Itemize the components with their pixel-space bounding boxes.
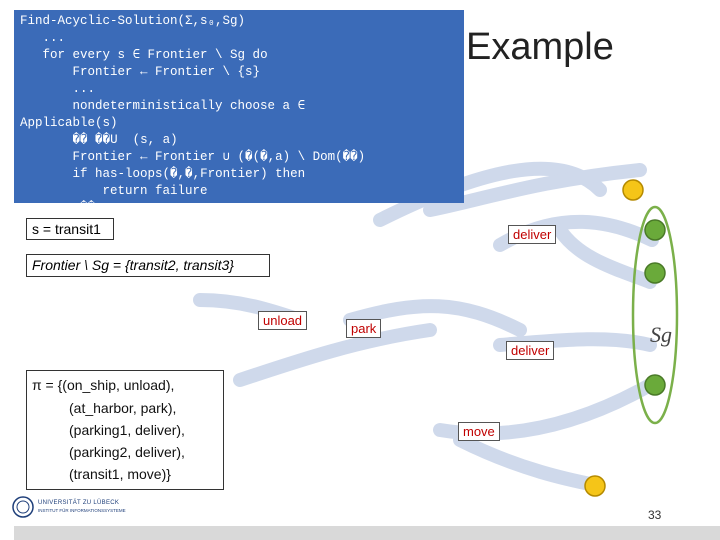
seal-icon — [12, 496, 34, 518]
logo-line2: INSTITUT FÜR INFORMATIONSSYSTEME — [38, 508, 126, 513]
edge-move-2 — [453, 433, 602, 492]
edge-park — [343, 299, 527, 337]
code-line: if has-loops(�,�,Frontier) then — [20, 167, 306, 181]
policy-line: (transit1, move)} — [69, 466, 171, 482]
page-number: 33 — [648, 508, 662, 522]
action-move: move — [458, 422, 500, 441]
policy-line: π = {(on_ship, unload), — [32, 377, 175, 393]
code-line: ... — [20, 82, 96, 96]
policy-box: π = {(on_ship, unload), (at_harbor, park… — [26, 370, 224, 490]
policy-line: (parking2, deliver), — [69, 444, 185, 460]
code-line: �� ��U (s, a) — [20, 133, 178, 147]
current-state-box: s = transit1 — [26, 218, 114, 240]
node-green-3 — [644, 374, 666, 396]
code-line: Frontier ← Frontier \ {s} — [20, 65, 261, 79]
algorithm-code-box: Find-Acyclic-Solution(Σ,s₀,Sg) ... for e… — [14, 10, 464, 203]
action-park: park — [346, 319, 382, 338]
code-line: ... �� — [20, 200, 96, 203]
edge-lower — [233, 323, 437, 387]
node-green-1 — [644, 219, 666, 241]
policy-line: (parking1, deliver), — [69, 422, 185, 438]
goal-set-label: Sg — [650, 322, 672, 347]
code-line: ... — [20, 31, 66, 45]
policy-line: (at_harbor, park), — [69, 400, 177, 416]
university-logo: UNIVERSITÄT ZU LÜBECK INSTITUT FÜR INFOR… — [12, 495, 126, 521]
action-deliver-top: deliver — [508, 225, 557, 244]
edge-top-left — [423, 163, 647, 217]
code-line: Frontier ← Frontier ∪ (�(�,a) \ Dom(��) — [20, 150, 366, 164]
logo-line1: UNIVERSITÄT ZU LÜBECK — [38, 500, 120, 506]
slide-title: Example — [466, 26, 614, 68]
action-unload: unload — [258, 311, 308, 330]
frontier-box: Frontier \ Sg = {transit2, transit3} — [26, 254, 270, 277]
node-green-2 — [644, 262, 666, 284]
code-line: nondeterministically choose a ∈ — [20, 99, 306, 113]
action-deliver-mid: deliver — [506, 341, 555, 360]
node-yellow-top — [622, 179, 644, 201]
edge-curve-b — [553, 223, 657, 289]
code-line: return failure — [20, 184, 208, 198]
code-line: Applicable(s) — [20, 116, 118, 130]
code-line: for every s ∈ Frontier \ Sg do — [20, 48, 268, 62]
footer-bar — [14, 526, 720, 540]
node-yellow-bottom — [584, 475, 606, 497]
goal-set-ring — [631, 205, 679, 425]
code-line: Find-Acyclic-Solution(Σ,s₀,Sg) — [20, 14, 246, 28]
